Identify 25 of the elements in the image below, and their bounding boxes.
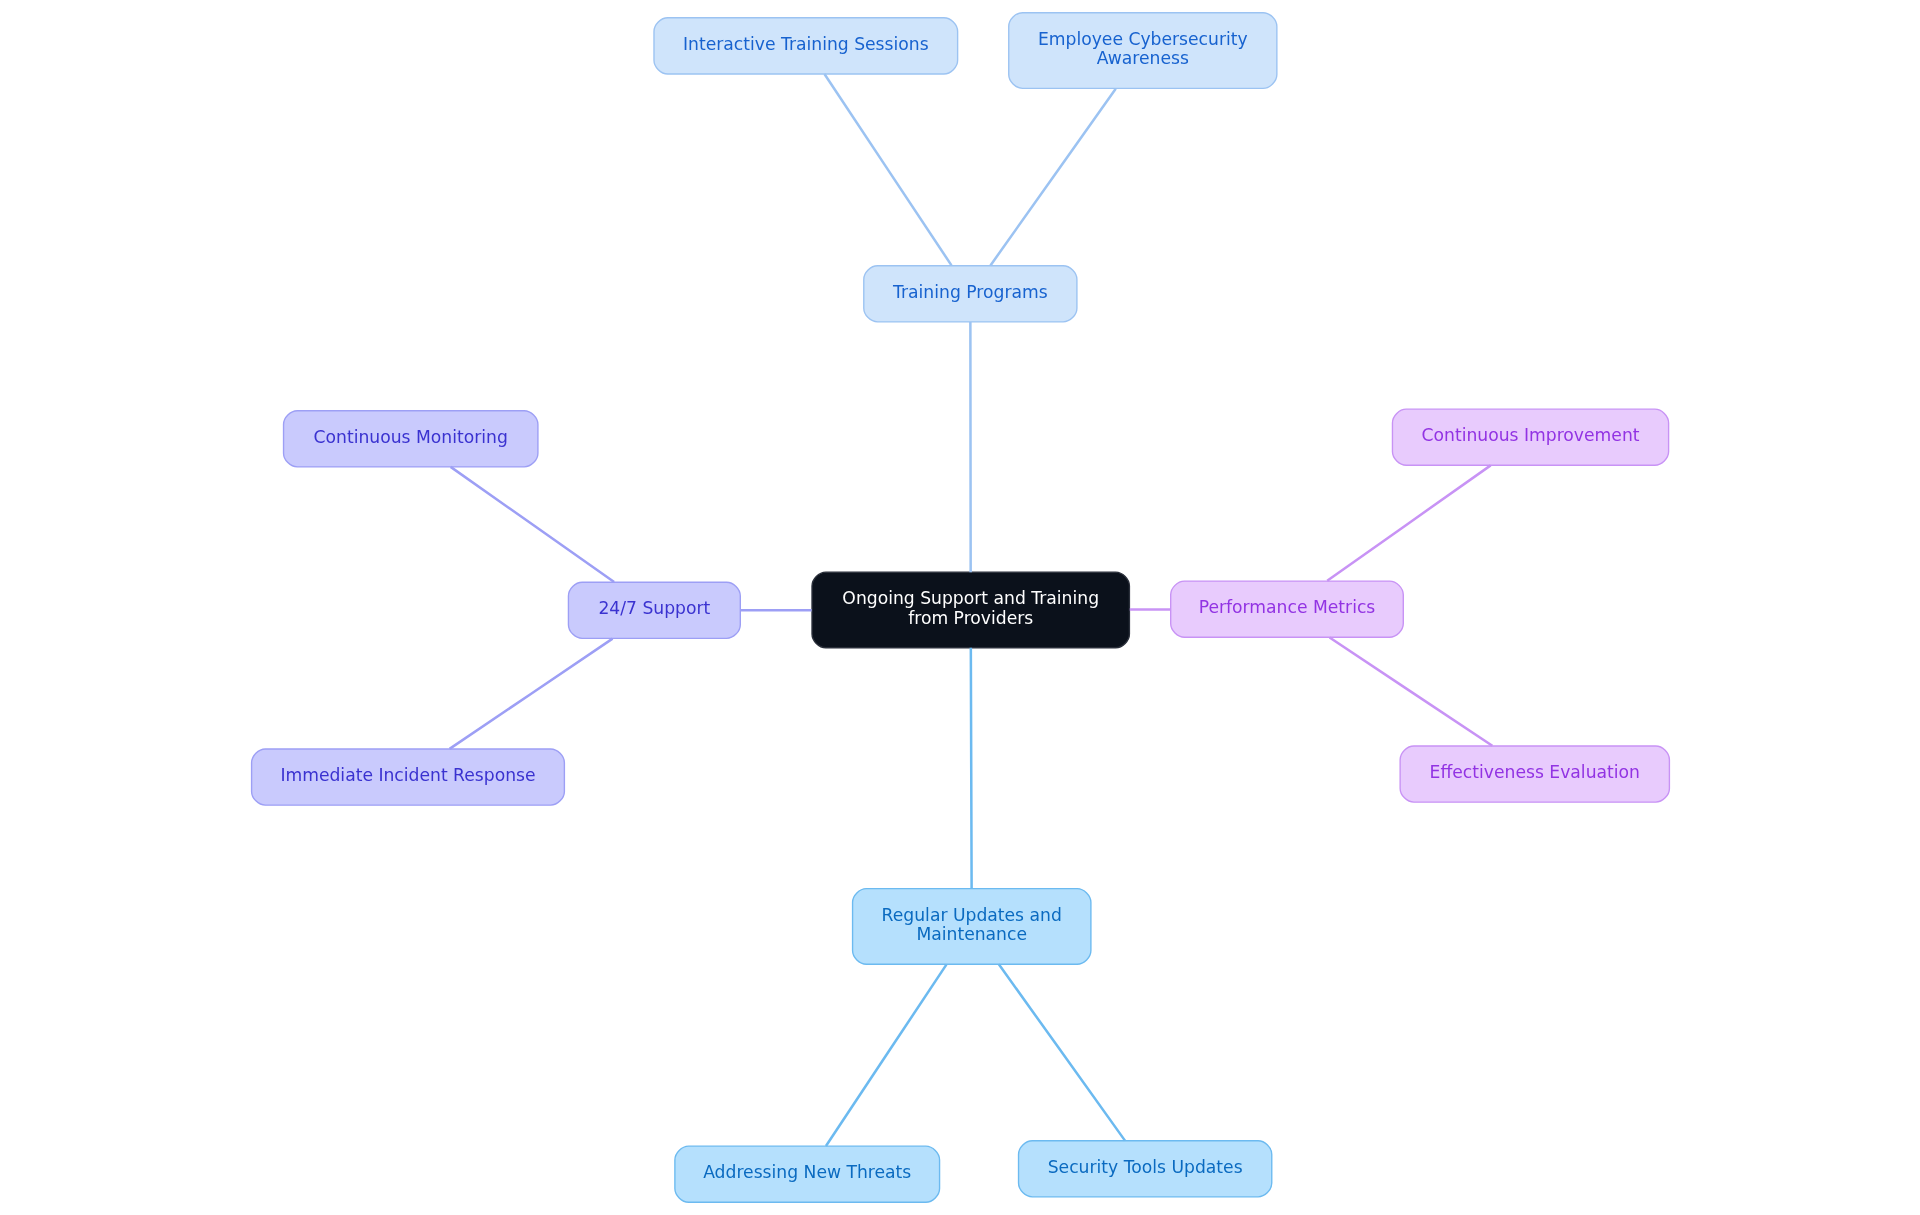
connector (968, 321, 972, 573)
connector (988, 87, 1117, 267)
node-box: Security Tools Updates (1017, 1140, 1272, 1198)
node-box: Effectiveness Evaluation (1398, 745, 1670, 803)
connector (1326, 464, 1491, 582)
connector (824, 963, 947, 1147)
connector (969, 647, 973, 889)
node-box: Ongoing Support and Training from Providers (810, 571, 1130, 649)
node-box: Interactive Training Sessions (652, 17, 958, 75)
connector (740, 608, 812, 612)
connector (822, 73, 953, 267)
node-box: Addressing New Threats (673, 1145, 940, 1203)
node-box: Regular Updates and Maintenance (851, 887, 1092, 965)
node-box: Training Programs (862, 265, 1078, 323)
node-box: 24/7 Support (567, 581, 741, 640)
connector (448, 637, 613, 750)
connector (1129, 608, 1170, 611)
node-box: Continuous Improvement (1391, 408, 1669, 466)
connector (997, 963, 1126, 1142)
node-box: Performance Metrics (1169, 580, 1404, 638)
node-box: Continuous Monitoring (282, 410, 539, 468)
node-box: Immediate Incident Response (250, 748, 565, 806)
connector (1328, 636, 1493, 747)
node-box: Employee Cybersecurity Awareness (1007, 12, 1278, 90)
connector (449, 465, 615, 584)
